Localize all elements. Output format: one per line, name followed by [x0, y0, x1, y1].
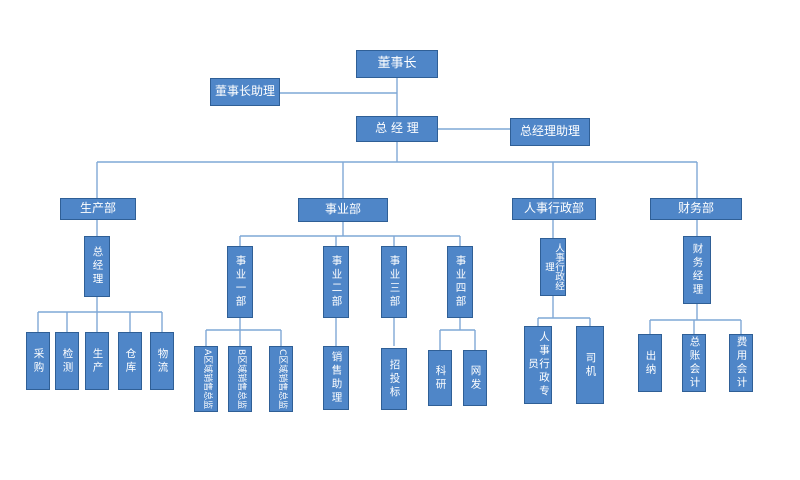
expense-accountant-box: 费用会计: [729, 334, 753, 392]
hr-manager-box: 人事行政经理: [540, 238, 566, 296]
bidding-box: 招投标: [381, 348, 407, 410]
production-unit-inspection: 检测: [55, 332, 79, 390]
general-manager-assistant-box: 总经理助理: [510, 118, 590, 146]
business-dept-box: 事业部: [298, 198, 388, 222]
hr-admin-dept-box: 人事行政部: [512, 198, 596, 220]
business-division-4-box: 事业四部: [447, 246, 473, 318]
business-division-2-box: 事业二部: [323, 246, 349, 318]
business-division-1-box: 事业一部: [227, 246, 253, 318]
region-c-sales-director-box: C区域销售总监: [269, 346, 293, 412]
region-a-sales-director-box: A区域销售总监: [194, 346, 218, 412]
sales-assistant-box: 销售助理: [323, 346, 349, 410]
hr-specialist-box: 人事行政专员: [524, 326, 552, 404]
general-manager-box: 总 经 理: [356, 116, 438, 142]
production-manager-box: 总经理: [84, 236, 110, 297]
driver-box: 司机: [576, 326, 604, 404]
research-box: 科研: [428, 350, 452, 406]
production-unit-production: 生产: [85, 332, 109, 390]
chairman-assistant-box: 董事长助理: [210, 78, 280, 106]
general-ledger-accountant-box: 总账会计: [682, 334, 706, 392]
production-unit-warehouse: 仓库: [118, 332, 142, 390]
web-development-box: 网发: [463, 350, 487, 406]
region-b-sales-director-box: B区域销售总监: [228, 346, 252, 412]
business-division-3-box: 事业三部: [381, 246, 407, 318]
production-dept-box: 生产部: [60, 198, 136, 220]
production-unit-purchasing: 采购: [26, 332, 50, 390]
finance-dept-box: 财务部: [650, 198, 742, 220]
finance-manager-box: 财务经理: [683, 236, 711, 304]
chairman-box: 董事长: [356, 50, 438, 78]
production-unit-logistics: 物流: [150, 332, 174, 390]
cashier-box: 出纳: [638, 334, 662, 392]
